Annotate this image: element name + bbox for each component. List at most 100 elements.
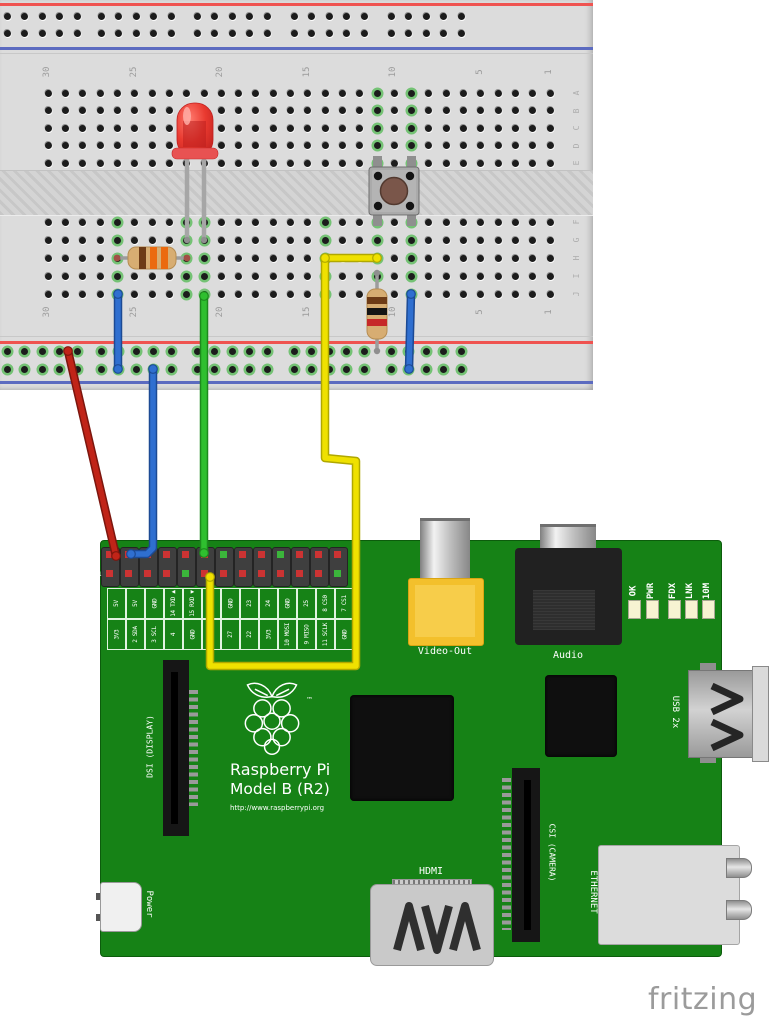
breadboard-hole xyxy=(148,254,156,262)
gpio-label-cell: GND xyxy=(221,588,240,619)
breadboard-hole xyxy=(529,236,537,244)
breadboard-hole xyxy=(494,218,502,226)
breadboard-column-number: 25 xyxy=(128,66,139,78)
breadboard-hole xyxy=(442,218,450,226)
breadboard-hole xyxy=(477,124,485,132)
gpio-label: 4 xyxy=(170,632,177,637)
breadboard-hole xyxy=(217,89,225,97)
breadboard-hole xyxy=(290,29,298,37)
breadboard-hole xyxy=(56,12,63,20)
breadboard-hole xyxy=(131,124,139,132)
gpio-label-cell: GND xyxy=(145,588,164,619)
usb-label: USB 2x xyxy=(670,695,680,729)
breadboard-hole xyxy=(115,12,122,20)
breadboard-hole-connected xyxy=(73,365,81,373)
breadboard-hole xyxy=(131,272,139,280)
breadboard-row-letter: D xyxy=(572,143,581,148)
breadboard-hole-connected xyxy=(97,347,105,355)
breadboard-hole xyxy=(165,218,173,226)
breadboard-hole xyxy=(546,89,554,97)
breadboard-hole xyxy=(308,12,315,20)
ethernet-clip xyxy=(726,900,752,920)
breadboard-hole xyxy=(165,159,173,167)
breadboard-column-number: 10 xyxy=(388,66,399,78)
breadboard-hole xyxy=(387,29,395,37)
breadboard-hole xyxy=(321,124,329,132)
breadboard-hole xyxy=(165,290,173,298)
breadboard-hole xyxy=(269,107,277,114)
breadboard-hole xyxy=(338,159,346,167)
breadboard-hole xyxy=(494,159,502,167)
gpio-label-cell: GND xyxy=(278,588,297,619)
breadboard-hole xyxy=(269,124,277,132)
breadboard-hole-connected xyxy=(373,142,381,149)
breadboard-hole xyxy=(546,290,554,298)
gpio-label-cell: 3V3 xyxy=(259,619,278,650)
breadboard-hole-connected xyxy=(132,365,140,373)
breadboard-hole-connected xyxy=(246,365,253,373)
breadboard-hole xyxy=(494,89,502,97)
breadboard-hole-connected xyxy=(21,365,28,373)
breadboard-hole-connected xyxy=(150,365,157,373)
breadboard-hole xyxy=(304,159,312,167)
breadboard-hole xyxy=(165,254,173,262)
breadboard-hole xyxy=(217,272,225,280)
usb-tab xyxy=(700,663,716,671)
gpio-label-cell: 5V xyxy=(126,588,145,619)
breadboard-hole xyxy=(131,236,139,244)
breadboard-hole xyxy=(511,236,519,244)
breadboard-hole xyxy=(131,89,139,97)
gpio-pin-block xyxy=(157,547,177,587)
breadboard-hole-connected xyxy=(405,347,412,355)
breadboard-hole xyxy=(79,236,87,244)
breadboard-hole xyxy=(269,159,277,167)
breadboard-hole xyxy=(356,89,364,97)
breadboard-hole-connected xyxy=(373,124,381,132)
breadboard-hole xyxy=(529,107,537,114)
breadboard-hole xyxy=(96,142,104,149)
breadboard-hole xyxy=(148,290,156,298)
gpio-label: 3V3 xyxy=(265,629,272,640)
breadboard-hole xyxy=(211,12,218,20)
breadboard-hole xyxy=(217,159,225,167)
gpio-label-cell: 23 xyxy=(240,588,259,619)
gpio-pin-block xyxy=(176,547,196,587)
breadboard-hole xyxy=(511,124,519,132)
breadboard-hole xyxy=(304,272,312,280)
breadboard-hole-connected xyxy=(132,347,140,355)
breadboard-hole xyxy=(228,29,236,37)
breadboard-hole-connected xyxy=(408,290,416,298)
breadboard-hole xyxy=(44,89,52,97)
gpio-label: 5V xyxy=(132,600,139,607)
breadboard-hole xyxy=(211,29,218,37)
breadboard-column-number: 30 xyxy=(42,306,53,318)
breadboard-hole xyxy=(390,290,398,298)
breadboard-hole-connected xyxy=(150,347,157,355)
breadboard-hole xyxy=(460,236,467,244)
audio-jack-texture xyxy=(533,590,595,630)
gpio-label: 7 CS1 xyxy=(341,595,348,612)
breadboard-hole-connected xyxy=(290,347,298,355)
breadboard-hole xyxy=(529,272,537,280)
breadboard-hole xyxy=(529,218,537,226)
breadboard-hole xyxy=(460,272,467,280)
breadboard-hole xyxy=(442,107,450,114)
breadboard-hole xyxy=(546,218,554,226)
breadboard-hole xyxy=(338,142,346,149)
breadboard-hole xyxy=(287,89,294,97)
breadboard-hole xyxy=(304,124,312,132)
breadboard-hole xyxy=(425,89,433,97)
breadboard-hole xyxy=(529,142,537,149)
breadboard-hole xyxy=(304,290,312,298)
breadboard-hole-connected xyxy=(200,272,208,280)
breadboard-hole-connected xyxy=(183,290,191,298)
breadboard-hole xyxy=(114,107,121,114)
breadboard-hole xyxy=(44,107,52,114)
breadboard-hole xyxy=(390,236,398,244)
breadboard-hole xyxy=(494,124,502,132)
breadboard-hole xyxy=(442,272,450,280)
gpio-label: GND xyxy=(189,629,196,640)
breadboard-hole xyxy=(252,89,260,97)
breadboard-hole xyxy=(460,107,467,114)
